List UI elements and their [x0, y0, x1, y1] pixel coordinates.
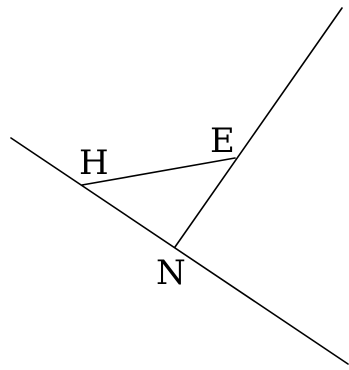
line-through-n-and-e [174, 7, 343, 248]
point-label-n: N [156, 253, 186, 293]
point-label-e: E [210, 121, 235, 161]
point-label-h: H [79, 143, 109, 183]
segment-h-e [81, 157, 236, 186]
line-through-h-and-n [10, 137, 349, 365]
